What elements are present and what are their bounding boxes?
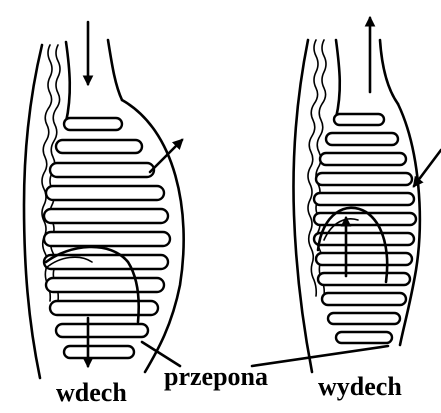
inhale-neck-front [108,40,122,100]
inhale-figure [24,22,184,378]
exhale-label: wydech [318,374,402,400]
inhale-back-outline [24,45,42,378]
exhale-ribs [314,114,416,343]
exhale-neck-front [380,40,398,104]
exhale-airway-left [336,40,340,118]
inhale-label: wdech [56,380,127,406]
diaphragm-label: przepona [164,364,268,390]
inhale-chest-out-arrow [150,140,182,172]
exhale-back-outline [294,40,312,372]
exhale-figure [294,18,441,372]
inhale-airway-left [66,42,70,122]
inhale-ribs [44,118,170,358]
diaphragm-pointer-right [252,346,388,366]
exhale-chest-in-arrow [414,150,441,186]
